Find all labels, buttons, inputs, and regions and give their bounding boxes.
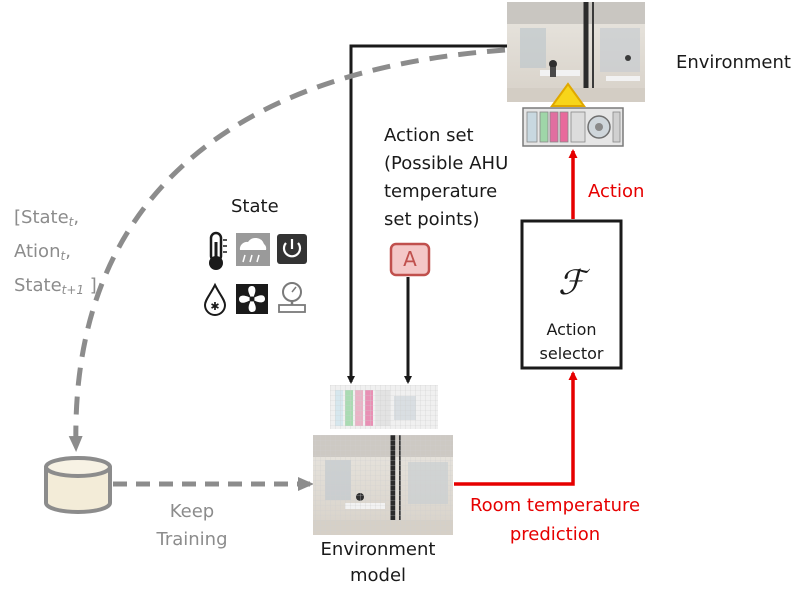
action-set-badge [389, 242, 431, 277]
warning-triangle-icon [550, 82, 586, 107]
environment-model-line-2: model [349, 565, 407, 586]
action-selector-line-2: selector [539, 344, 604, 363]
environment-model-image [313, 385, 453, 535]
action-set-line-4: set points) [384, 209, 480, 230]
state-feed-arrow [347, 44, 507, 384]
thermometer-icon [209, 231, 227, 270]
transition-state-t: [Statet, [14, 207, 80, 229]
transition-state-t1: Statet+1 ] [14, 275, 97, 297]
state-label: State [231, 196, 279, 217]
prediction-label: Room temperature prediction [455, 491, 655, 549]
environment-model-label: Environment model [308, 537, 448, 589]
action-set-line-3: temperature [384, 181, 498, 202]
action-set-line-2: (Possible AHU [384, 153, 509, 174]
action-label: Action [588, 181, 645, 202]
power-icon [277, 234, 307, 264]
pressure-gauge-icon [278, 282, 306, 313]
action-selector-box [520, 219, 623, 370]
fan-icon [236, 284, 268, 314]
humidity-drop-icon: ✱ [203, 282, 227, 316]
action-selector-symbol: ℱ [558, 263, 585, 303]
action-set-line-1: Action set [384, 125, 474, 146]
action-set-label: Action set (Possible AHU temperature set… [384, 122, 508, 234]
svg-text:✱: ✱ [210, 300, 219, 313]
cloud-rain-icon [236, 233, 270, 266]
prediction-arrow [454, 371, 578, 486]
environment-label: Environment [676, 52, 791, 73]
prediction-line-2: prediction [509, 524, 601, 545]
keep-training-label: Keep Training [150, 498, 234, 554]
transition-tuple-label: [Statet, Ationt, Statet+1 ] [14, 203, 97, 305]
action-selector-line-1: Action [546, 320, 597, 339]
keep-training-line-2: Training [156, 529, 228, 550]
database-icon [44, 456, 112, 514]
experience-arc-arrow [68, 47, 506, 452]
ahu-unit-icon [522, 107, 624, 147]
environment-photo [507, 2, 645, 102]
transition-action-t: Ationt, [14, 241, 71, 263]
environment-model-line-1: Environment [320, 539, 436, 560]
action-selector-label: Action selector [522, 318, 621, 366]
action-set-badge-label: A [403, 247, 417, 271]
prediction-line-1: Room temperature [469, 495, 641, 516]
keep-training-line-1: Keep [169, 501, 215, 522]
